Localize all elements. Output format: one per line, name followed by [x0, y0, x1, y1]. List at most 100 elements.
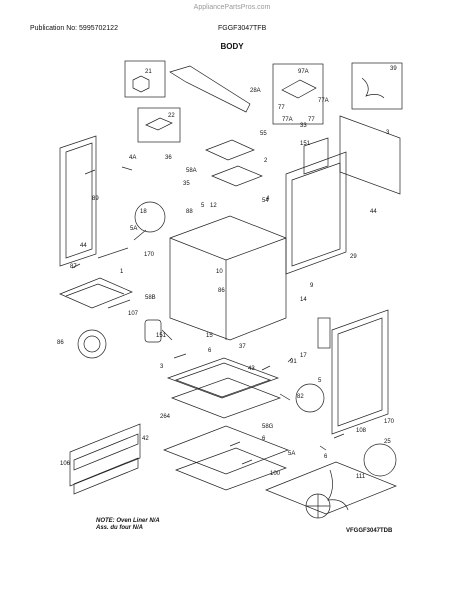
part-3-left-inner [65, 142, 93, 259]
model-number: FGGF3047TFB [218, 25, 267, 32]
header: Publication No: 5995702122 FGGF3047TFB [30, 25, 434, 39]
callout-22: 22 [168, 113, 175, 119]
callout-89: 89 [92, 196, 99, 202]
note-line-2: Ass. du four N/A [96, 525, 144, 531]
part-29-igniter [144, 319, 162, 343]
part-3-right-door-panel [331, 309, 389, 435]
callout-3: 3 [160, 364, 164, 370]
part-39-box [351, 62, 403, 110]
part-35-box [211, 165, 263, 187]
part-42-bottom-plate [163, 425, 289, 475]
part-100-fan-blades [306, 494, 330, 518]
part-3-right-door-inner [337, 317, 383, 427]
callout-91: 91 [290, 359, 297, 365]
part-108-motor [363, 443, 397, 477]
part-33-back-panel [339, 115, 401, 195]
part-22-box [137, 107, 181, 143]
leader-lines [71, 166, 345, 465]
callout-77A: 77A [282, 117, 293, 123]
part-6-rack-upper [73, 433, 139, 471]
part-10-broil-element [59, 277, 133, 309]
callout-58B: 58B [145, 295, 156, 301]
callout-77: 77 [278, 105, 285, 111]
callout-29: 29 [350, 254, 357, 260]
callout-100: 100 [270, 471, 281, 477]
part-107-burner-inner [83, 335, 101, 353]
part-6-rack-lower [73, 457, 139, 495]
callout-33: 33 [300, 123, 307, 129]
callout-5A: 5A [130, 226, 137, 232]
callout-39: 39 [390, 66, 397, 72]
part-3-left-side-panel [59, 135, 97, 267]
part-21-box [124, 60, 166, 98]
callout-87: 87 [70, 264, 77, 270]
callout-43: 43 [248, 366, 255, 372]
part-82-tray-inner [174, 362, 272, 398]
oven-cavity-edge [169, 237, 287, 261]
part-151-bracket [317, 317, 331, 349]
callout-5: 5 [318, 378, 322, 384]
part-28A-bracket [169, 65, 251, 113]
part-12-detail [134, 201, 166, 233]
callout-88: 88 [186, 209, 193, 215]
part-55-box [303, 137, 329, 175]
diagram-title: BODY [220, 42, 244, 51]
callout-264: 264 [160, 414, 171, 420]
part-36-shield [205, 139, 255, 161]
part-22-shape [145, 117, 173, 131]
callout-77: 77 [308, 117, 315, 123]
callout-82: 82 [297, 394, 304, 400]
part-25-drawer-plate [175, 447, 287, 491]
watermark: AppliancePartsPros.com [193, 4, 271, 11]
callout-5A: 5A [288, 451, 295, 457]
part-108-box [265, 461, 397, 515]
diagram-code: VFGGF3047TDB [346, 528, 393, 534]
part-1-frame-inner [291, 162, 341, 267]
part-6-rack-frame [69, 423, 141, 487]
callout-37: 37 [239, 344, 246, 350]
callout-151: 151 [156, 333, 167, 339]
part-43-detail [295, 383, 325, 413]
part-97A-box [272, 63, 324, 125]
callout-5: 5 [201, 203, 205, 209]
callout-86: 86 [57, 340, 64, 346]
callout-151: 151 [300, 141, 311, 147]
part-107-burner [77, 329, 107, 359]
callout-28A: 28A [250, 88, 261, 94]
publication-number: Publication No: 5995702122 [30, 25, 118, 32]
part-10-broil-inner [65, 283, 125, 297]
callout-86: 86 [218, 288, 225, 294]
callout-58G: 58G [262, 424, 274, 430]
part-1-frame [285, 151, 347, 275]
callout-2: 2 [264, 158, 268, 164]
callout-12: 12 [210, 203, 217, 209]
callout-6: 6 [208, 348, 212, 354]
callout-54: 54 [262, 198, 269, 204]
callout-9: 9 [310, 283, 314, 289]
callout-42: 42 [142, 436, 149, 442]
part-97A-valve [281, 79, 317, 99]
callout-44: 44 [370, 209, 377, 215]
callout-44: 44 [80, 243, 87, 249]
callout-107: 107 [128, 311, 139, 317]
callout-77A: 77A [318, 98, 329, 104]
callout-6: 6 [324, 454, 328, 460]
callout-4A: 4A [129, 155, 136, 161]
callout-111: 111 [356, 474, 366, 480]
part-82-lower-tray [170, 377, 282, 419]
callout-3: 3 [386, 130, 390, 136]
part-21-shape [132, 75, 150, 93]
callout-17: 17 [300, 353, 307, 359]
callout-18: 18 [140, 209, 147, 215]
callout-55: 55 [260, 131, 267, 137]
part-82-tray [166, 357, 280, 399]
callout-106: 106 [60, 461, 71, 467]
callout-6: 6 [262, 436, 266, 442]
callout-15: 15 [206, 333, 213, 339]
callout-170: 170 [384, 419, 395, 425]
callout-58A: 58A [186, 168, 197, 174]
callout-21: 21 [145, 69, 152, 75]
note-line-1: NOTE: Oven Liner N/A [96, 518, 160, 524]
